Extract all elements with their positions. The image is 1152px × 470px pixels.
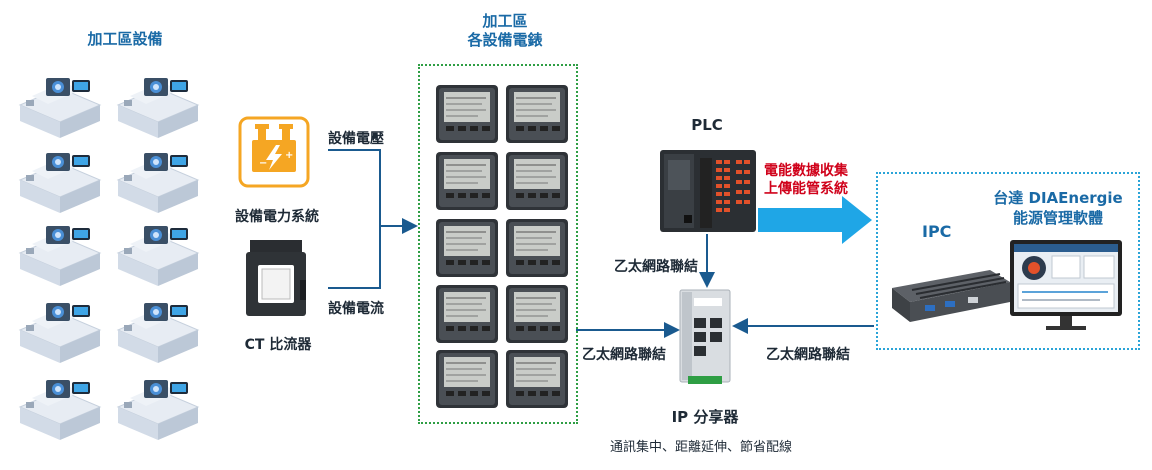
current-label: 設備電流 xyxy=(328,301,384,317)
software-title-line1: 台達 DIAEnergie xyxy=(978,188,1138,208)
svg-text:+: + xyxy=(285,150,293,161)
software-title: 台達 DIAEnergie 能源管理軟體 xyxy=(978,188,1138,228)
software-vendor: 台達 xyxy=(993,189,1029,207)
machine-icon xyxy=(19,225,101,287)
meters-group-border xyxy=(418,64,578,424)
machine-icon xyxy=(117,302,199,364)
plc-label: PLC xyxy=(691,116,723,134)
svg-text:−: − xyxy=(259,158,267,169)
plc-ethernet-label: 乙太網路聯結 xyxy=(614,259,698,275)
upload-arrow-icon xyxy=(758,196,872,244)
meters-title-line1: 加工區 xyxy=(482,12,528,30)
meters-title: 加工區 各設備電錶 xyxy=(440,12,570,50)
machine-icon xyxy=(19,302,101,364)
machine-icon xyxy=(19,379,101,441)
meter-ethernet-label: 乙太網路聯結 xyxy=(582,347,666,363)
machine-grid xyxy=(19,77,199,441)
machine-icon xyxy=(19,77,101,139)
router-label: IP 分享器 xyxy=(671,408,739,426)
software-brand: DIAEnergie xyxy=(1028,189,1123,207)
software-title-line2: 能源管理軟體 xyxy=(1012,209,1103,227)
ipc-group-border xyxy=(876,172,1140,350)
upload-text-line2: 上傳能管系統 xyxy=(764,181,848,197)
machine-icon xyxy=(117,77,199,139)
transformer-icon: − + xyxy=(238,116,310,188)
router-caption: 通訊集中、距離延伸、節省配線 xyxy=(610,440,793,455)
voltage-label: 設備電壓 xyxy=(328,131,384,147)
monitor-icon xyxy=(1010,240,1122,330)
machine-icon xyxy=(117,152,199,214)
ipc-ethernet-label: 乙太網路聯結 xyxy=(766,347,850,363)
machine-icon xyxy=(19,152,101,214)
ipc-icon xyxy=(892,270,1010,322)
current-line xyxy=(328,226,381,289)
ct-label: CT 比流器 xyxy=(244,337,312,353)
upload-text: 電能數據收集 上傳能管系統 xyxy=(764,162,848,198)
machine-icon xyxy=(117,225,199,287)
ipc-label: IPC xyxy=(922,222,952,241)
ct-transformer-icon xyxy=(246,240,306,316)
meters-title-line2: 各設備電錶 xyxy=(467,31,543,49)
voltage-line xyxy=(328,149,416,227)
upload-text-line1: 電能數據收集 xyxy=(764,163,848,179)
plc-icon xyxy=(660,150,756,232)
machines-title: 加工區設備 xyxy=(87,30,163,48)
router-icon xyxy=(679,289,731,384)
power-system-label: 設備電力系統 xyxy=(235,209,319,225)
machine-icon xyxy=(117,379,199,441)
